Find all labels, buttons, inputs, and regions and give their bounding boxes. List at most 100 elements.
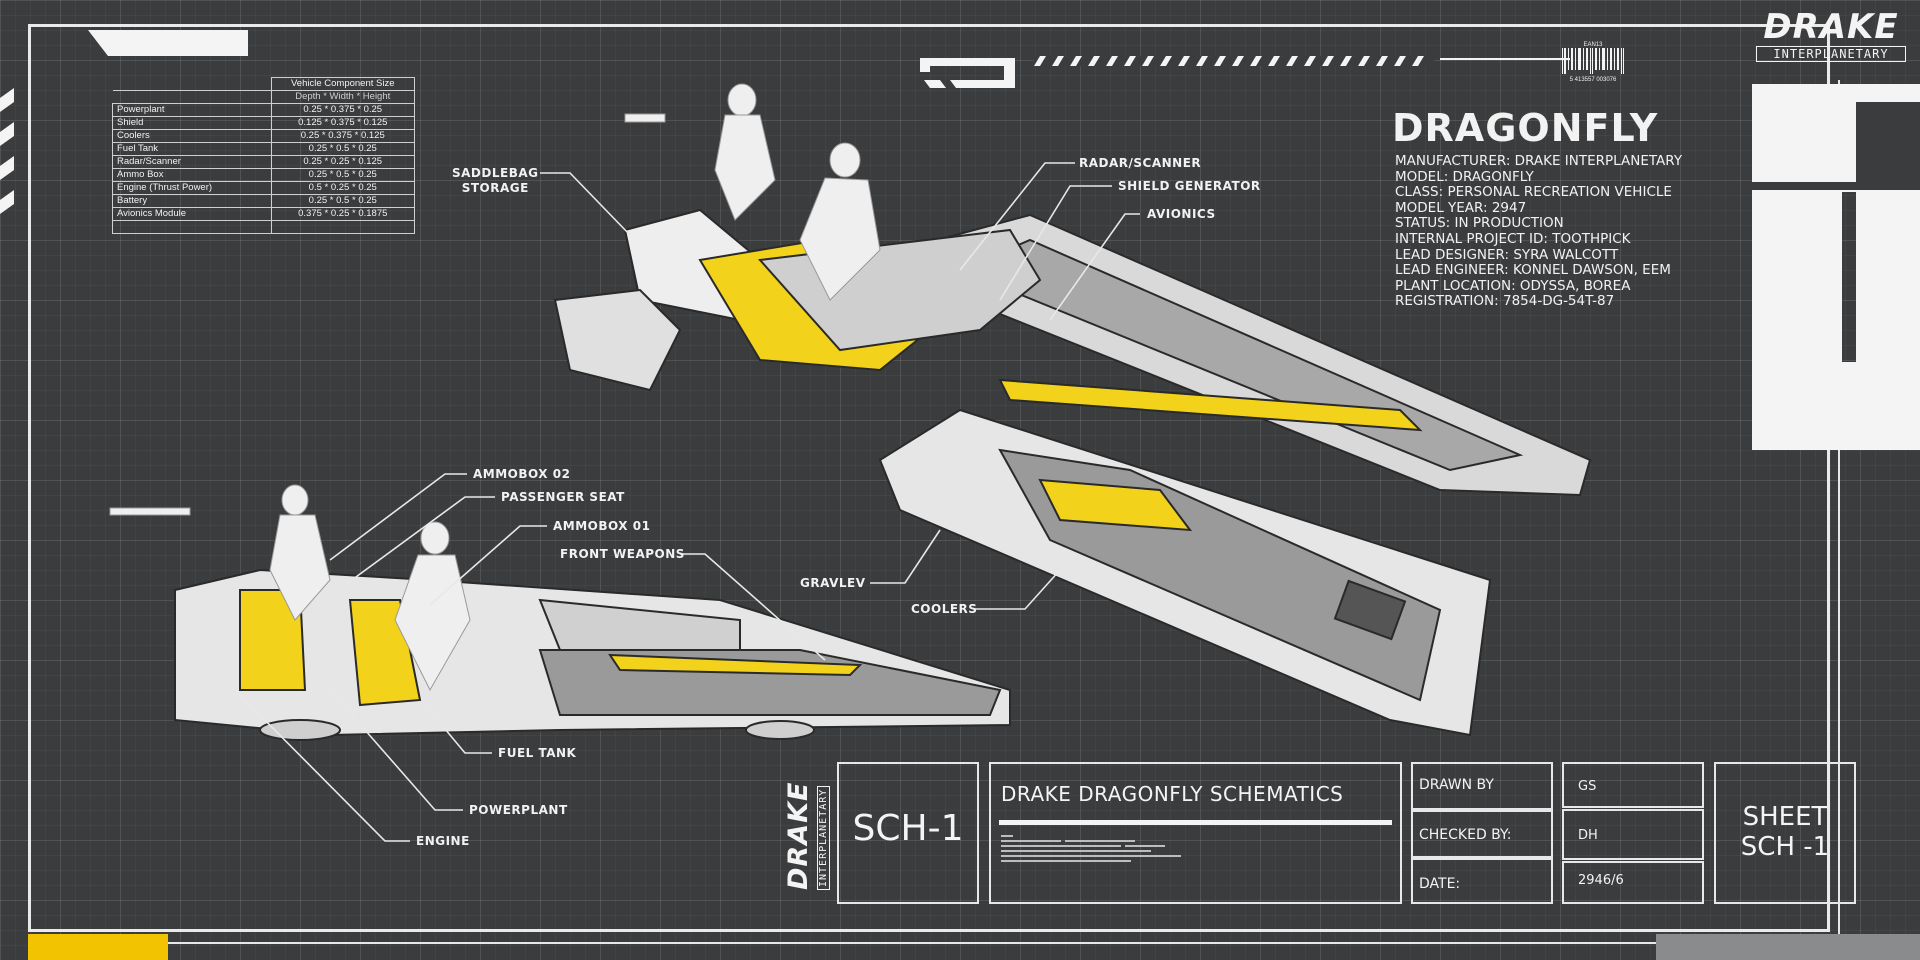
spec-line: MANUFACTURER: DRAKE INTERPLANETARY [1395, 153, 1683, 169]
callout-avionics: AVIONICS [1147, 207, 1216, 221]
spec-line: LEAD DESIGNER: SYRA WALCOTT [1395, 246, 1619, 263]
leader-gravlev [870, 529, 941, 584]
inner-line-right [1838, 80, 1840, 950]
drawn-by-label-cell: DRAWN BY [1411, 762, 1553, 810]
title-block-logo-subtitle: INTERPLANETARY [817, 785, 830, 890]
callout-saddlebag-line1: SADDLEBAG [452, 166, 539, 180]
callout-gravlev: GRAVLEV [800, 576, 866, 590]
bottom-grey-bar [1656, 934, 1920, 960]
leader-saddlebag [540, 172, 631, 236]
callout-ammobox02: AMMOBOX 02 [473, 467, 571, 481]
lower-riders [109, 484, 471, 692]
drawing-title-cell: DRAKE DRAGONFLY SCHEMATICS [989, 762, 1402, 904]
leader-radar [959, 162, 1075, 271]
spec-line: CLASS: PERSONAL RECREATION VEHICLE [1395, 184, 1672, 201]
checked-by-value: DH [1578, 828, 1598, 843]
upper-front-block [553, 208, 1042, 392]
brand-subtitle: INTERPLANETARY [1756, 46, 1906, 62]
callout-passenger-seat: PASSENGER SEAT [501, 490, 625, 504]
leader-front-weapons [680, 553, 826, 661]
spec-line: REGISTRATION: 7854-DG-54T-87 [1395, 293, 1615, 310]
sheet-cell: SHEET SCH -1 [1714, 762, 1856, 904]
leader-ammobox01 [429, 525, 547, 606]
checked-by-label-cell: CHECKED BY: [1411, 810, 1553, 858]
callout-shield: SHIELD GENERATOR [1118, 179, 1261, 193]
brand-word: DRAKE [1763, 7, 1899, 47]
sheet-line-2: SCH -1 [1740, 832, 1830, 862]
barcode: EAN13 5 413557 003076 [1560, 42, 1626, 83]
callout-front-weapons: FRONT WEAPONS [560, 547, 685, 561]
fine-print-decor [1001, 835, 1181, 862]
callout-fuel-tank: FUEL TANK [498, 746, 577, 760]
drawing-title: DRAKE DRAGONFLY SCHEMATICS [1001, 782, 1344, 806]
inner-line-bottom [160, 942, 1840, 944]
spec-line: PLANT LOCATION: ODYSSA, BOREA [1395, 277, 1631, 294]
checked-by-value-cell: DH [1562, 809, 1704, 860]
vehicle-title: DRAGONFLY [1392, 106, 1659, 150]
leader-avionics [1049, 213, 1140, 321]
checked-by-label: CHECKED BY: [1419, 827, 1512, 843]
callout-engine: ENGINE [416, 834, 470, 848]
leader-passenger [344, 496, 495, 586]
hazard-stripes-top [1034, 56, 1434, 66]
barcode-bars [1562, 48, 1624, 74]
hazard-stripes-left [0, 88, 14, 214]
sheet-code-cell: SCH-1 [837, 762, 979, 904]
table-empty-cell [112, 220, 272, 234]
table-header-row: Depth * Width * Height [112, 90, 415, 104]
sheet-code: SCH-1 [852, 808, 964, 849]
sheet-line-1: SHEET [1742, 802, 1828, 832]
drawn-by-value: GS [1578, 779, 1597, 794]
barcode-number: 5 413557 003076 [1569, 77, 1617, 83]
leader-shield [999, 185, 1112, 301]
date-label: DATE: [1419, 876, 1461, 892]
vehicle-spec-list: MANUFACTURER: DRAKE INTERPLANETARY MODEL… [1395, 153, 1683, 310]
component-size-table: Vehicle Component Size Depth * Width * H… [112, 77, 415, 234]
spec-line: MODEL YEAR: 2947 [1395, 199, 1527, 216]
top-bracket-decor [920, 58, 1015, 88]
upper-riders [624, 83, 881, 301]
leader-ammobox02 [329, 473, 467, 561]
outer-frame [28, 24, 1830, 932]
top-tab-decor [88, 30, 248, 56]
upper-lower-boom [878, 408, 1492, 737]
drawn-by-label: DRAWN BY [1419, 777, 1494, 793]
date-value: 2946/6 [1578, 873, 1624, 888]
leader-fuel-tank [424, 704, 492, 754]
leader-engine [234, 689, 410, 842]
spec-line: LEAD ENGINEER: KONNEL DAWSON, EEM [1395, 262, 1671, 279]
title-underline [999, 820, 1392, 825]
title-block-logo: DRAKE INTERPLANETARY [783, 780, 831, 890]
drawn-by-value-cell: GS [1562, 762, 1704, 808]
leader-powerplant [329, 689, 463, 811]
spec-line: INTERNAL PROJECT ID: TOOTHPICK [1395, 230, 1631, 247]
spec-line: MODEL: DRAGONFLY [1395, 168, 1534, 185]
right-slab-decor [1752, 84, 1920, 450]
spec-line: STATUS: IN PRODUCTION [1395, 215, 1564, 232]
callout-ammobox01: AMMOBOX 01 [553, 519, 651, 533]
leader-coolers [975, 569, 1061, 610]
callout-powerplant: POWERPLANT [469, 803, 568, 817]
upper-rear-boom [897, 213, 1592, 497]
lower-body [174, 568, 1011, 741]
callout-saddlebag: SADDLEBAG STORAGE [452, 166, 538, 196]
brand-logo: DRAKE INTERPLANETARY [1756, 10, 1906, 62]
date-label-cell: DATE: [1411, 858, 1553, 904]
date-value-cell: 2946/6 [1562, 861, 1704, 904]
barcode-top-label: EAN13 [1583, 42, 1603, 48]
table-row [112, 220, 415, 234]
callout-coolers: COOLERS [911, 602, 978, 616]
callout-saddlebag-line2: STORAGE [461, 181, 529, 195]
table-empty-cell [270, 220, 415, 234]
title-block-logo-word: DRAKE [783, 781, 814, 890]
callout-radar: RADAR/SCANNER [1079, 156, 1202, 170]
bottom-accent-bar [28, 934, 168, 960]
top-thin-line [1440, 58, 1570, 60]
